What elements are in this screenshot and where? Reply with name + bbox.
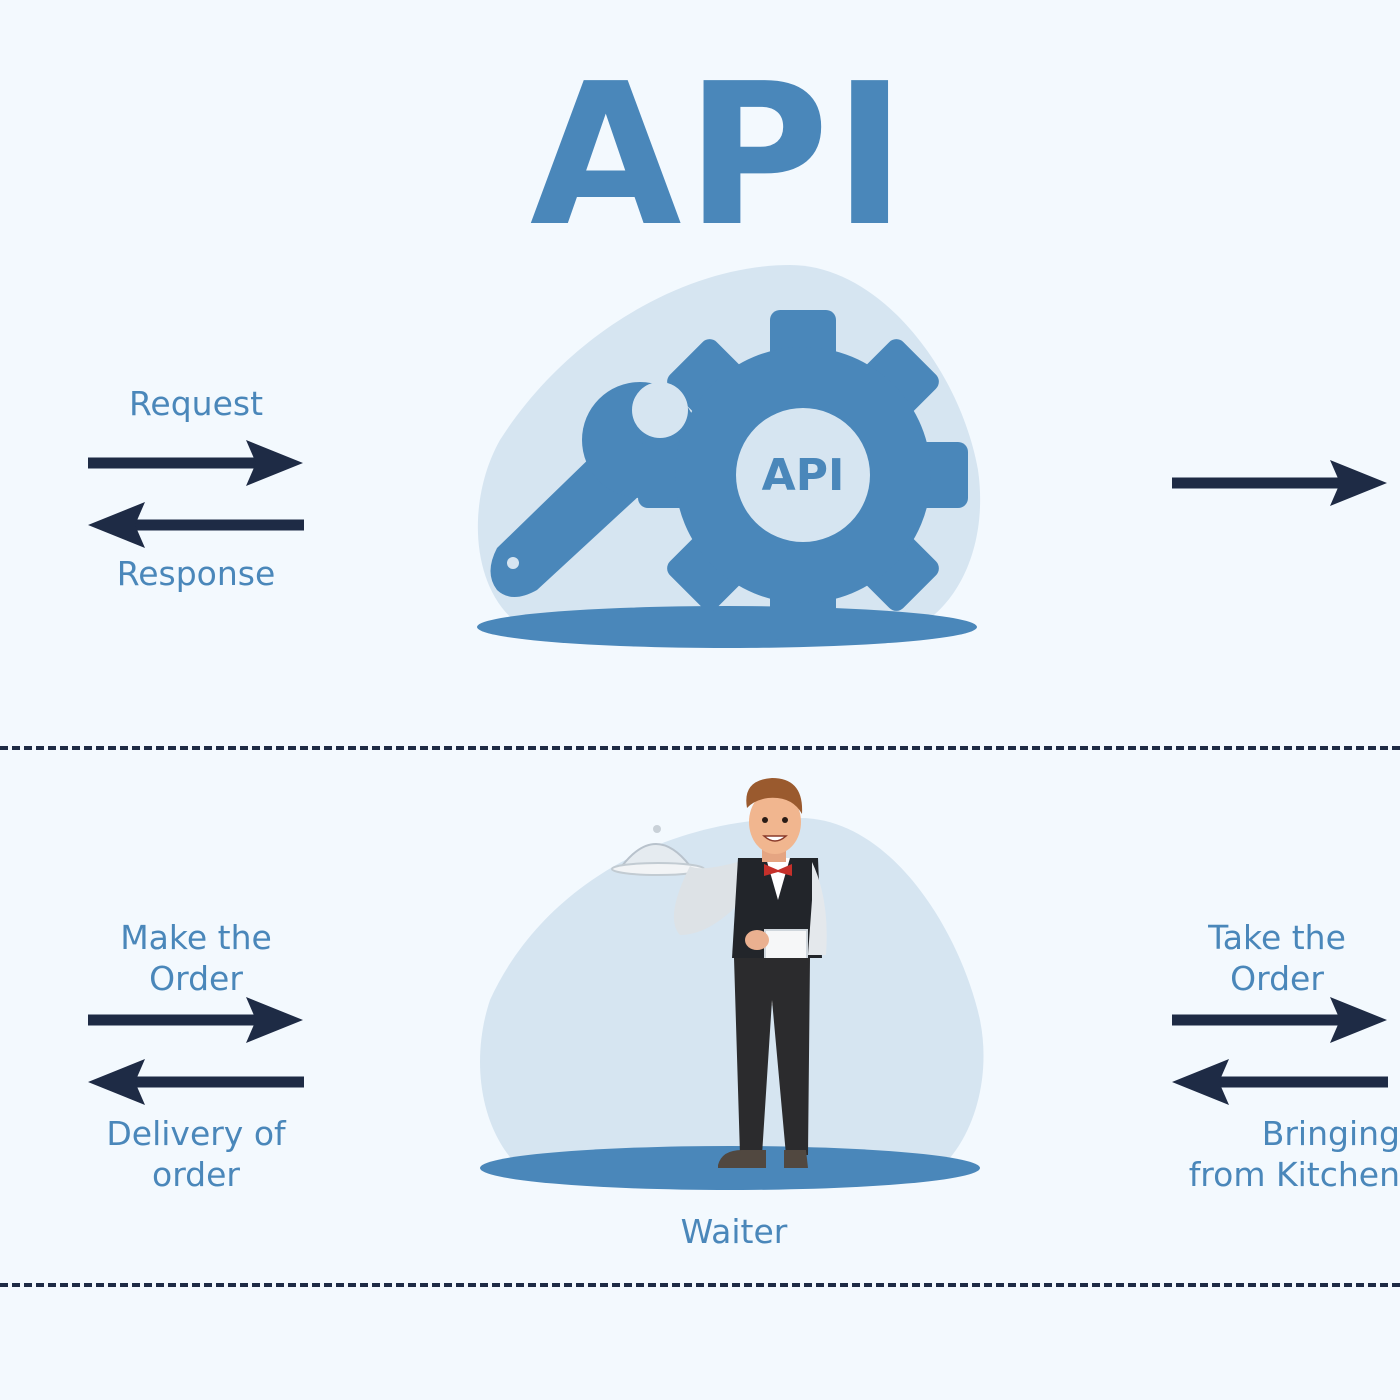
arrow-right-icon [1172,460,1387,506]
arrow-right-icon [88,997,303,1043]
gear-icon [638,310,968,640]
dashed-divider [0,1283,1400,1287]
arrow-left-icon [88,502,304,548]
arrow-left-icon [1172,1059,1388,1105]
waiter-icon [611,778,827,1168]
arrow-left-icon [88,1059,304,1105]
dashed-divider [0,746,1400,750]
response-label: Response [116,554,276,593]
top-base [477,606,977,648]
waiter-label: Waiter [680,1212,788,1251]
make-order-label: Make the Order [120,918,272,998]
order-arrows-right [1172,997,1388,1105]
take-order-label: Take the Order [1208,918,1346,998]
bottom-blob [480,818,984,1168]
request-response-arrows [88,440,304,548]
page-title: API [529,42,911,270]
order-arrows-left [88,997,304,1105]
delivery-label: Delivery of order [106,1114,286,1194]
bringing-label: Bringing from Kitchen [1188,1114,1400,1194]
arrow-right-icon [1172,997,1387,1043]
gear-api-label: API [761,450,845,501]
request-label: Request [128,384,264,423]
arrow-right-icon [88,440,303,486]
